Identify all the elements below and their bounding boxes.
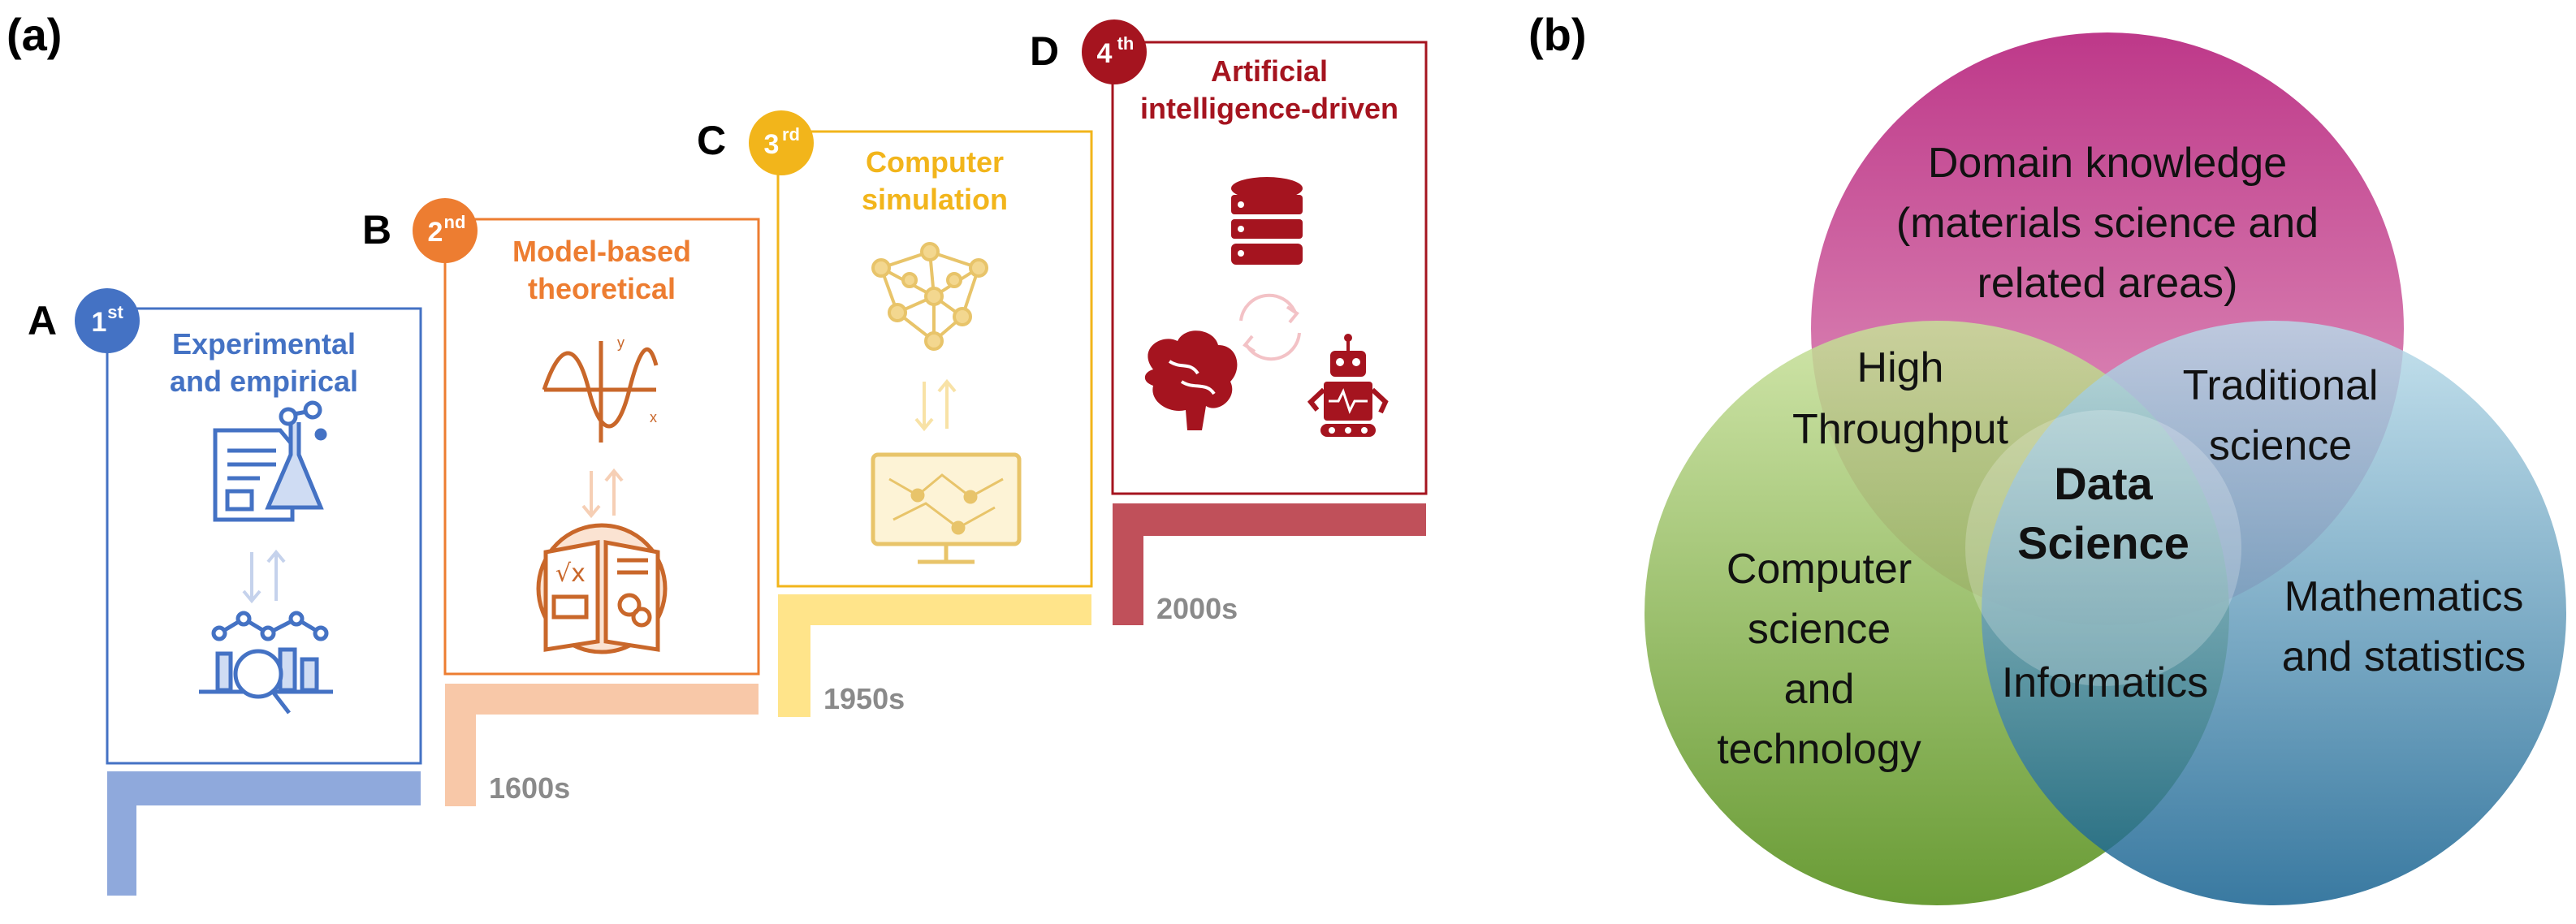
svg-text:1: 1 <box>92 307 107 338</box>
step-box-b <box>443 218 760 676</box>
step-box-d <box>1111 41 1428 495</box>
svg-text:st: st <box>107 302 123 322</box>
svg-text:nd: nd <box>444 212 466 232</box>
step-title-a-line2: and empirical <box>170 365 358 398</box>
step-letter-b: B <box>362 207 391 253</box>
stair-step-c <box>778 594 1091 717</box>
venn-right-line2: and statistics <box>2282 633 2526 680</box>
database-icon <box>1231 177 1303 265</box>
step-title-b-line2: theoretical <box>528 272 676 305</box>
brain-icon <box>1144 330 1238 430</box>
sine-wave-graph-icon: y x <box>542 335 659 443</box>
venn-overlap-top-left-line2: Throughput <box>1792 406 2009 453</box>
document-flask-icon <box>213 400 327 522</box>
venn-overlap-top-left-line1: High <box>1857 344 1944 391</box>
svg-text:rd: rd <box>782 124 800 145</box>
venn-left-line4: technology <box>1717 726 1921 773</box>
svg-text:3: 3 <box>764 129 780 160</box>
stair-step-b <box>445 684 759 806</box>
venn-top-line1: Domain knowledge <box>1928 140 2287 187</box>
step-title-c-line2: simulation <box>862 183 1008 216</box>
venn-overlap-top-right-line1: Traditional <box>2183 362 2379 409</box>
svg-text:4: 4 <box>1097 38 1113 69</box>
step-box-a <box>106 307 422 765</box>
svg-text:y: y <box>617 335 625 351</box>
svg-text:x: x <box>650 409 657 425</box>
venn-center-highlight <box>1965 410 2241 686</box>
cycle-arrows-icon <box>1239 293 1301 361</box>
svg-text:th: th <box>1117 33 1135 54</box>
step-title-d-line1: Artificial <box>1211 54 1328 88</box>
venn-overlap-bottom: Informatics <box>2002 659 2208 706</box>
step-letter-d: D <box>1030 28 1059 74</box>
venn-left-line1: Computer <box>1727 546 1912 593</box>
era-label-b: 1600s <box>489 771 570 805</box>
step-box-c <box>776 130 1093 588</box>
venn-circle-mathematics <box>1982 321 2566 905</box>
era-label-d: 2000s <box>1156 592 1238 625</box>
venn-diagram <box>1645 32 2566 905</box>
venn-left-line3: and <box>1784 666 1855 713</box>
badge-d: 4 th <box>1082 19 1147 84</box>
panel-a-label: (a) <box>6 9 62 60</box>
panel-b-label: (b) <box>1528 9 1587 60</box>
badge-a: 1 st <box>75 288 140 353</box>
molecule-lattice-icon <box>871 242 988 351</box>
step-title-d-line2: intelligence-driven <box>1140 92 1398 125</box>
venn-top-line3: related areas) <box>1977 260 2238 307</box>
computer-monitor-icon <box>871 452 1022 564</box>
step-title-b-line1: Model-based <box>512 235 691 268</box>
step-title-a-line1: Experimental <box>172 327 356 361</box>
swap-arrows-icon <box>914 378 957 432</box>
stair-steps <box>107 503 1426 896</box>
svg-text:√x: √x <box>555 559 586 588</box>
swap-arrows-icon <box>242 549 286 604</box>
svg-text:2: 2 <box>428 217 443 248</box>
robot-icon <box>1307 334 1389 437</box>
venn-center-line2: Science <box>2017 517 2189 568</box>
step-letter-a: A <box>28 298 57 343</box>
venn-left-line2: science <box>1748 606 1891 653</box>
stair-step-d <box>1113 503 1426 625</box>
venn-right-line1: Mathematics <box>2284 573 2524 620</box>
badge-c: 3 rd <box>749 110 814 175</box>
open-book-icon: √x <box>536 523 668 654</box>
swap-arrows-icon <box>581 468 624 519</box>
venn-overlap-top-right-line2: science <box>2209 422 2352 469</box>
step-letter-c: C <box>697 118 726 163</box>
chart-magnifier-icon <box>199 611 333 715</box>
badge-b: 2 nd <box>413 198 478 263</box>
era-label-c: 1950s <box>823 682 905 715</box>
step-title-c-line1: Computer <box>866 145 1004 179</box>
venn-center-line1: Data <box>2054 458 2153 509</box>
stair-step-a <box>107 771 421 896</box>
venn-top-line2: (materials science and <box>1896 200 2319 247</box>
